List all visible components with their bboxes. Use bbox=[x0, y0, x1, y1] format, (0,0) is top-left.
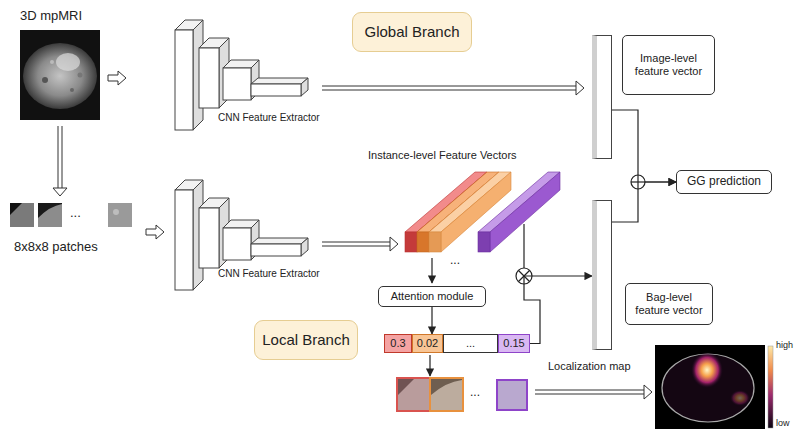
feature-vector bbox=[405, 232, 417, 252]
process-box: Attention module bbox=[378, 286, 486, 307]
connector bbox=[612, 110, 676, 182]
label-box: Image-level feature vector bbox=[622, 35, 715, 95]
weight-cell: ... bbox=[443, 334, 498, 353]
node-text: 0.15 bbox=[503, 337, 524, 350]
mri-image bbox=[50, 60, 54, 64]
double-arrow bbox=[322, 242, 390, 243]
feature-vector bbox=[490, 172, 560, 252]
ellipsis: ... bbox=[70, 206, 81, 221]
localization-map bbox=[691, 352, 723, 388]
block-arrow bbox=[108, 71, 126, 85]
double-arrow bbox=[576, 81, 584, 95]
node-text: 0.02 bbox=[417, 337, 438, 350]
colorbar-label: high bbox=[776, 340, 793, 350]
node-text: GG prediction bbox=[687, 175, 761, 189]
patch-image bbox=[38, 203, 62, 218]
double-arrow bbox=[322, 246, 390, 247]
double-arrow bbox=[322, 86, 576, 87]
mri-image bbox=[20, 30, 100, 120]
double-arrow bbox=[390, 237, 398, 251]
attention-patch bbox=[430, 378, 463, 411]
mri-image bbox=[23, 43, 97, 109]
image-title: 3D mpMRI bbox=[20, 9, 82, 24]
node-text: ... bbox=[466, 337, 475, 350]
output-box: GG prediction bbox=[676, 170, 772, 194]
attention-patch bbox=[431, 379, 462, 410]
double-arrow bbox=[644, 385, 652, 399]
mri-image bbox=[70, 88, 74, 92]
double-arrow bbox=[62, 126, 63, 188]
node-text: Local Branch bbox=[262, 331, 350, 348]
double-arrow bbox=[535, 390, 644, 391]
sum-symbol bbox=[637, 175, 638, 189]
weight-cell: 0.15 bbox=[498, 334, 530, 353]
localization-map bbox=[655, 345, 773, 429]
module-label: CNN Feature Extractor bbox=[218, 268, 320, 280]
double-arrow bbox=[53, 188, 67, 196]
double-arrow bbox=[53, 81, 652, 399]
feature-bar bbox=[592, 200, 612, 350]
feature-vector bbox=[478, 232, 490, 252]
connector bbox=[431, 307, 432, 334]
attention-patch bbox=[397, 378, 527, 411]
weight-cell: 0.3 bbox=[384, 334, 412, 353]
node-text: Attention module bbox=[391, 290, 474, 303]
branch-box: Local Branch bbox=[254, 320, 358, 360]
branch-box: Global Branch bbox=[352, 12, 472, 52]
patch-image bbox=[10, 203, 132, 227]
arrow bbox=[431, 258, 432, 283]
block-arrow bbox=[108, 71, 164, 239]
weight-cell: 0.02 bbox=[412, 334, 443, 353]
feature-bar bbox=[592, 35, 612, 159]
patch-image bbox=[10, 203, 34, 227]
double-arrow bbox=[322, 90, 576, 91]
mri-image bbox=[42, 77, 48, 83]
block-arrow bbox=[146, 225, 164, 239]
mri-image bbox=[56, 53, 80, 71]
node-text: 0.3 bbox=[390, 337, 405, 350]
patch-image bbox=[113, 209, 119, 215]
cnn-extractor bbox=[175, 20, 308, 290]
patch-image bbox=[10, 203, 22, 215]
attention-patch bbox=[398, 379, 429, 410]
arrow bbox=[429, 355, 430, 376]
colorbar-label: low bbox=[776, 418, 790, 428]
image-title: 8x8x8 patches bbox=[14, 240, 98, 255]
patch-image bbox=[108, 203, 132, 227]
arrow-label: Localization map bbox=[548, 360, 631, 373]
mri-image bbox=[78, 73, 83, 78]
feature-vector bbox=[417, 232, 429, 252]
node-text: Global Branch bbox=[364, 23, 459, 40]
ellipsis: ... bbox=[470, 386, 480, 400]
sum-symbol bbox=[631, 175, 645, 189]
feature-vector bbox=[429, 232, 441, 252]
mri-image bbox=[20, 30, 100, 120]
localization-map bbox=[655, 345, 765, 429]
sum-symbol bbox=[631, 175, 645, 189]
double-arrow bbox=[58, 126, 59, 188]
localization-map bbox=[730, 390, 750, 406]
feature-vector-node: Bag-level feature vector bbox=[592, 200, 715, 350]
feature-vector-node: Image-level feature vector bbox=[592, 35, 715, 159]
attention-patch bbox=[397, 378, 430, 411]
node-text: Image-level feature vector bbox=[627, 52, 710, 77]
arrow bbox=[523, 224, 524, 268]
node-text: Bag-level feature vector bbox=[630, 291, 708, 316]
localization-map bbox=[768, 346, 773, 428]
connector bbox=[612, 182, 676, 222]
feature-vector bbox=[405, 172, 560, 252]
patch-image bbox=[38, 203, 62, 227]
label-box: Bag-level feature vector bbox=[625, 283, 713, 325]
attention-patch bbox=[497, 380, 527, 410]
connector bbox=[524, 276, 592, 344]
module-label: CNN Feature Extractor bbox=[218, 112, 320, 124]
ellipsis: ... bbox=[450, 254, 460, 268]
double-arrow bbox=[535, 394, 644, 395]
group-label: Instance-level Feature Vectors bbox=[368, 149, 517, 162]
